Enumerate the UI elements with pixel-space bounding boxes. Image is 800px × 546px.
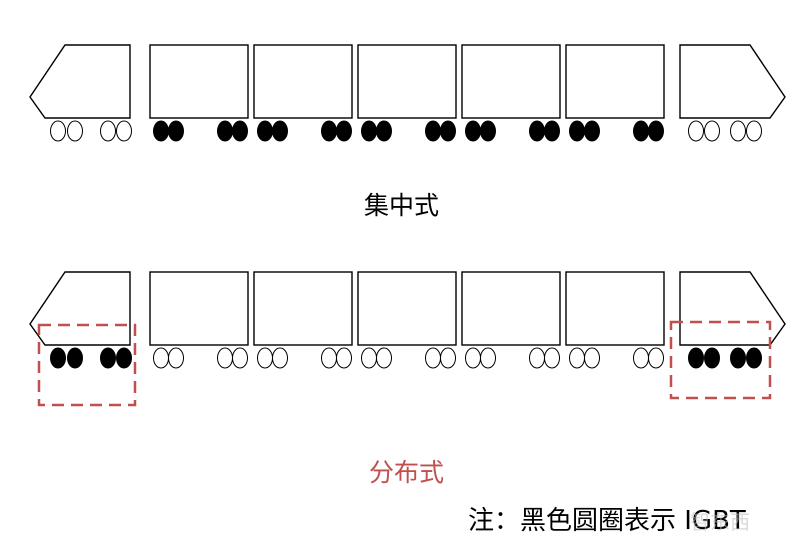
wheel: [440, 347, 456, 369]
passenger-car: [461, 271, 561, 346]
passenger-car: [565, 44, 665, 119]
igbt-wheel: [704, 347, 720, 369]
igbt-wheel: [336, 120, 352, 142]
wheel: [67, 120, 83, 142]
igbt-wheel: [730, 347, 746, 369]
tail-car: [679, 44, 786, 119]
passenger-car: [253, 44, 353, 119]
igbt-wheel: [257, 120, 273, 142]
wheel: [50, 120, 66, 142]
igbt-highlight-box-head: [37, 323, 137, 407]
wheel: [376, 347, 392, 369]
igbt-wheel: [217, 120, 233, 142]
wheel: [529, 347, 545, 369]
wheel: [425, 347, 441, 369]
wheel: [746, 120, 762, 142]
igbt-wheel: [529, 120, 545, 142]
wheel: [361, 347, 377, 369]
wheel: [569, 347, 585, 369]
centralized-label: 集中式: [364, 191, 440, 220]
wheel: [544, 347, 560, 369]
igbt-wheel: [153, 120, 169, 142]
passenger-car: [149, 44, 249, 119]
igbt-wheel: [376, 120, 392, 142]
distributed-label: 分布式: [369, 458, 445, 487]
wheel: [153, 347, 169, 369]
wheel: [232, 347, 248, 369]
passenger-car: [565, 271, 665, 346]
igbt-wheel: [168, 120, 184, 142]
head-car: [29, 271, 131, 346]
igbt-wheel: [440, 120, 456, 142]
igbt-wheel: [465, 120, 481, 142]
igbt-wheel: [746, 347, 762, 369]
igbt-wheel: [361, 120, 377, 142]
wheel: [321, 347, 337, 369]
igbt-wheel: [272, 120, 288, 142]
igbt-wheel: [688, 347, 704, 369]
head-car: [29, 44, 131, 119]
wheel: [217, 347, 233, 369]
igbt-wheel: [50, 347, 66, 369]
tail-car: [679, 271, 786, 346]
igbt-wheel: [633, 120, 649, 142]
wheel: [168, 347, 184, 369]
igbt-wheel: [116, 347, 132, 369]
passenger-car: [357, 44, 457, 119]
wheel: [336, 347, 352, 369]
wheel: [257, 347, 273, 369]
wheel: [704, 120, 720, 142]
igbt-wheel: [67, 347, 83, 369]
igbt-wheel: [544, 120, 560, 142]
passenger-car: [357, 271, 457, 346]
wheel: [633, 347, 649, 369]
igbt-wheel: [232, 120, 248, 142]
wheel: [465, 347, 481, 369]
igbt-wheel: [480, 120, 496, 142]
wheel: [116, 120, 132, 142]
wheel: [730, 120, 746, 142]
igbt-wheel: [100, 347, 116, 369]
wheel: [648, 347, 664, 369]
passenger-car: [149, 271, 249, 346]
wheel: [584, 347, 600, 369]
legend-note: 注：黑色圆圈表示 IGBT: [468, 506, 746, 536]
wheel: [688, 120, 704, 142]
passenger-car: [253, 271, 353, 346]
wheel: [480, 347, 496, 369]
igbt-highlight-box-tail: [669, 320, 772, 400]
passenger-car: [461, 44, 561, 119]
igbt-wheel: [584, 120, 600, 142]
igbt-wheel: [569, 120, 585, 142]
igbt-wheel: [425, 120, 441, 142]
igbt-wheel: [648, 120, 664, 142]
igbt-wheel: [321, 120, 337, 142]
wheel: [100, 120, 116, 142]
wheel: [272, 347, 288, 369]
